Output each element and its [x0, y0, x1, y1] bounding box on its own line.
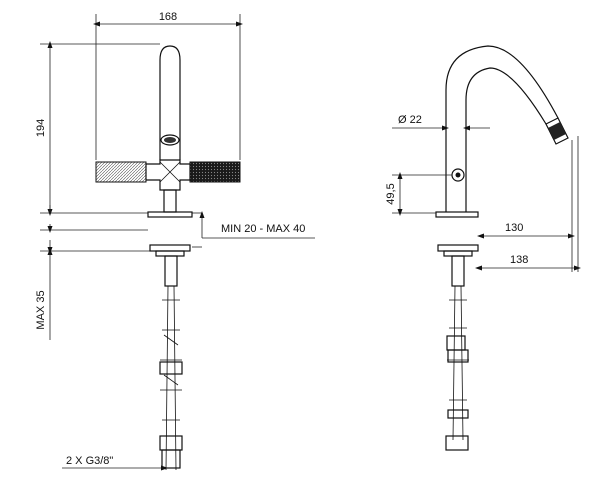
- aerator: [160, 134, 180, 146]
- side-view: Ø 22 49,5 130 138: [385, 45, 581, 451]
- dim-max35-label: MAX 35: [35, 290, 47, 329]
- dimension-diameter: Ø 22: [392, 114, 490, 131]
- dim-diameter-label: Ø 22: [398, 114, 422, 126]
- flexible-hoses: [159, 255, 183, 471]
- dimension-194: 194: [35, 41, 160, 216]
- body-stem: [163, 189, 177, 213]
- left-handle-grip: [95, 161, 147, 183]
- spout-outer: [445, 45, 559, 212]
- dim-130-label: 130: [505, 222, 523, 234]
- spout-inner: [465, 67, 547, 212]
- dim-168-label: 168: [159, 11, 177, 23]
- right-handle-grip: [189, 161, 241, 183]
- dimension-49-5: 49,5: [385, 172, 452, 216]
- side-base-plate: [435, 211, 479, 218]
- dimension-max-35: MAX 35: [35, 248, 53, 340]
- dimension-130: 130: [477, 140, 575, 272]
- dimension-connection: 2 X G3/8": [62, 455, 168, 471]
- dim-49-5-label: 49,5: [385, 183, 397, 204]
- dim-194-label: 194: [35, 119, 47, 137]
- front-view: 168 194 MAX 35 MIN 20 - MAX 40: [35, 11, 315, 471]
- dimension-138: 138: [475, 136, 581, 272]
- dim-deck-label: MIN 20 - MAX 40: [221, 223, 305, 235]
- fixing-nut: [149, 244, 191, 252]
- side-hoses: [445, 255, 469, 451]
- connection-label: 2 X G3/8": [66, 455, 113, 467]
- spout-column: [159, 45, 181, 160]
- dimension-deck: MIN 20 - MAX 40: [192, 211, 315, 248]
- dimension-168: 168: [93, 11, 243, 160]
- cross-body: [145, 159, 191, 191]
- dim-138-label: 138: [510, 254, 528, 266]
- side-fixing-nut: [437, 244, 479, 252]
- base-plate: [147, 211, 193, 218]
